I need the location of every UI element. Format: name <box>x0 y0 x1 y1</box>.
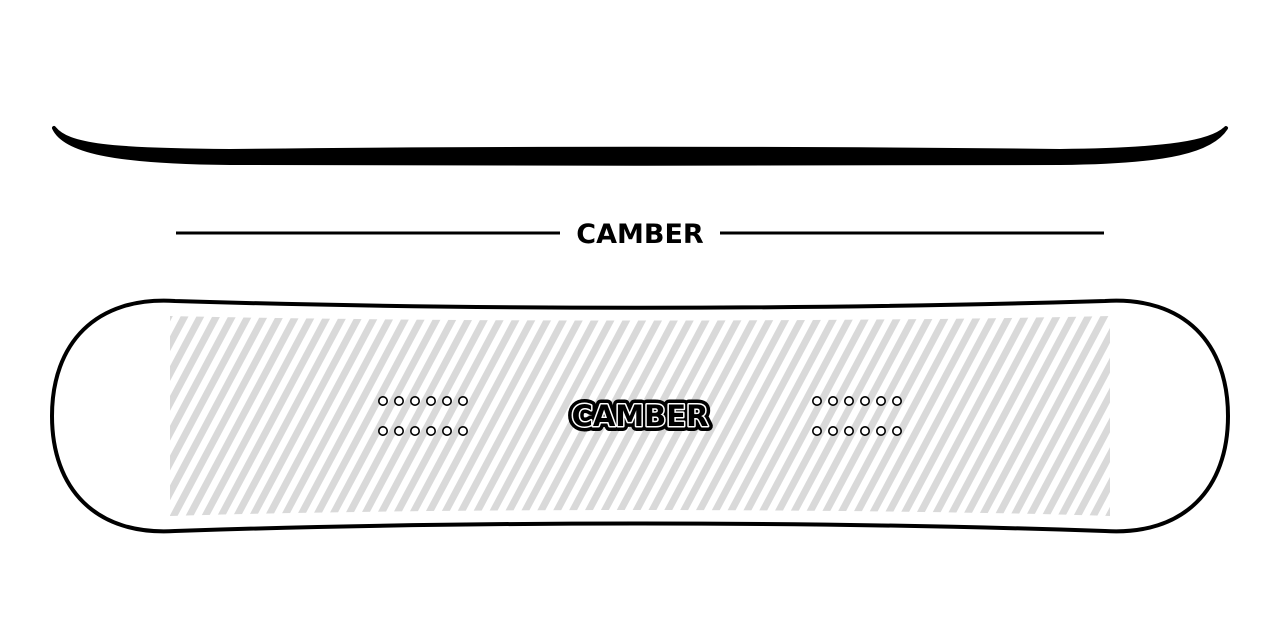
board-logo-inner: CAMBER <box>572 399 709 433</box>
board-top-view: CAMBER CAMBER <box>49 298 1231 534</box>
inserts-right <box>811 395 902 436</box>
board-graphic-stripes <box>170 316 1110 516</box>
inserts-left <box>377 395 468 436</box>
board-logo-outline: CAMBER <box>572 399 709 433</box>
profile-heading: CAMBER <box>576 219 704 250</box>
board-side-profile <box>52 126 1228 166</box>
